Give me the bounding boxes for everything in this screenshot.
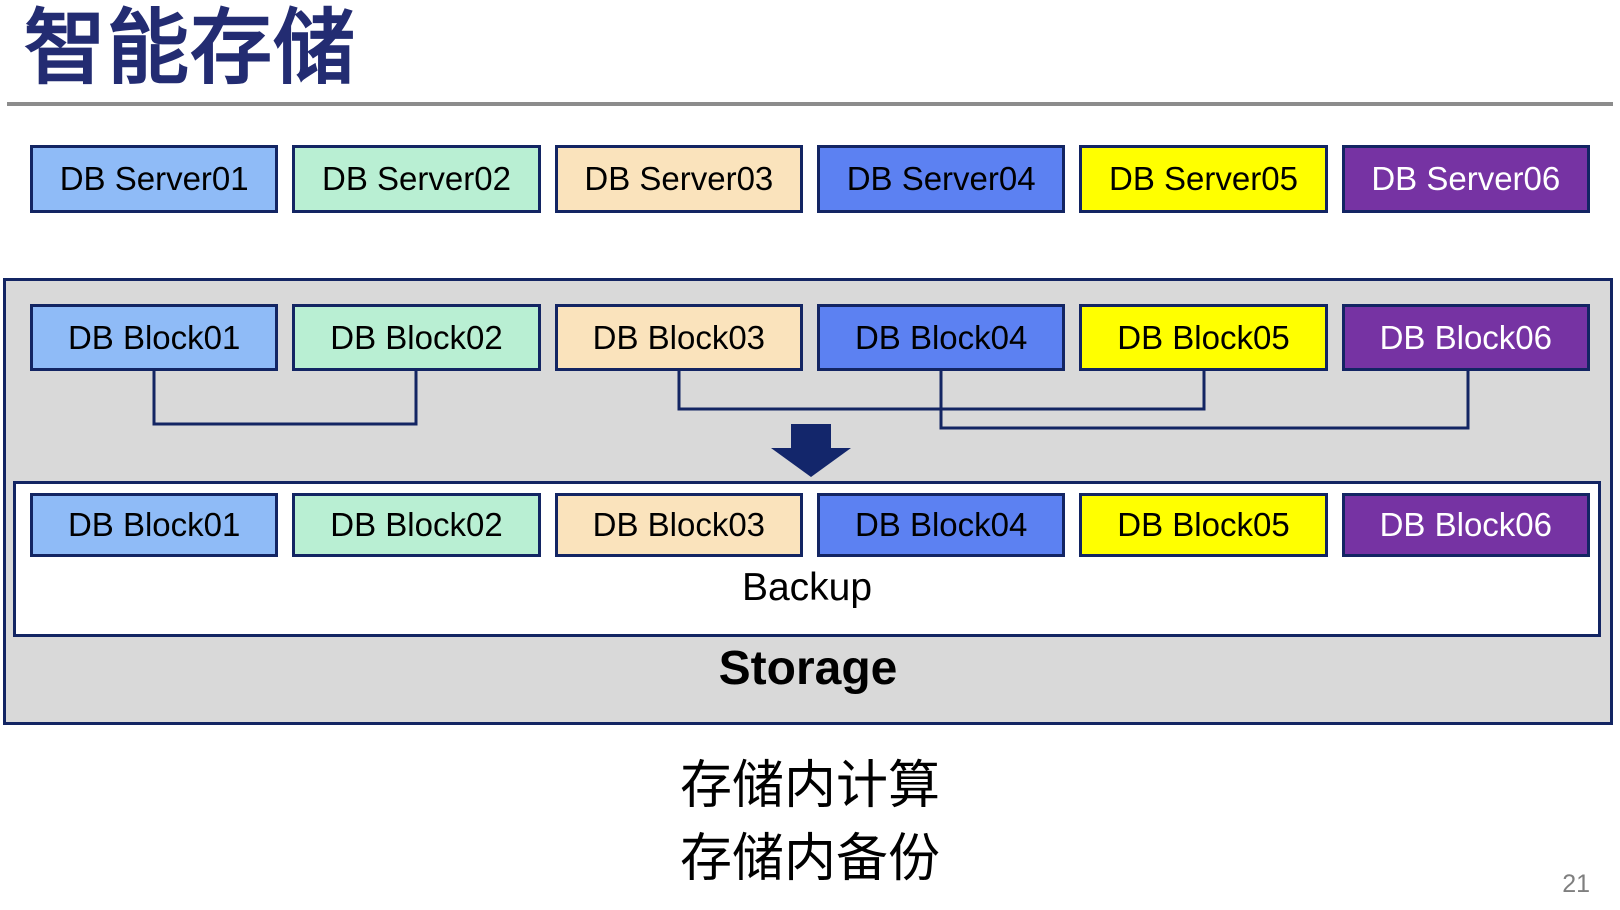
- title-separator: [7, 102, 1613, 106]
- server-box-06: DB Server06: [1341, 145, 1590, 213]
- block-source-04: DB Block04: [816, 304, 1066, 371]
- server-box-02: DB Server02: [292, 145, 541, 213]
- block-backup-03: DB Block03: [554, 493, 803, 557]
- block-source-01: DB Block01: [30, 304, 279, 371]
- block-source-06: DB Block06: [1341, 304, 1590, 371]
- block-source-02: DB Block02: [292, 304, 541, 371]
- block-backup-01: DB Block01: [30, 493, 279, 557]
- block-backup-05: DB Block05: [1079, 493, 1328, 557]
- block-source-05: DB Block05: [1079, 304, 1328, 371]
- server-box-03: DB Server03: [554, 145, 803, 213]
- caption: 存储内计算 存储内备份: [0, 750, 1620, 896]
- server-box-04: DB Server04: [816, 145, 1066, 213]
- page-title: 智能存储: [24, 3, 357, 94]
- page-number: 21: [1562, 870, 1590, 898]
- storage-label: Storage: [718, 642, 898, 695]
- block-row-source: DB Block01 DB Block02 DB Block03 DB Bloc…: [30, 304, 1590, 371]
- server-box-05: DB Server05: [1079, 145, 1328, 213]
- caption-line-2: 存储内备份: [679, 829, 940, 888]
- block-source-03: DB Block03: [554, 304, 803, 371]
- caption-line-1: 存储内计算: [679, 757, 940, 815]
- block-row-backup: DB Block01 DB Block02 DB Block03 DB Bloc…: [30, 493, 1590, 557]
- backup-label: Backup: [741, 566, 873, 609]
- block-backup-04: DB Block04: [816, 493, 1066, 557]
- server-box-01: DB Server01: [30, 145, 279, 213]
- block-backup-02: DB Block02: [292, 493, 541, 557]
- block-backup-06: DB Block06: [1341, 493, 1590, 557]
- server-row: DB Server01 DB Server02 DB Server03 DB S…: [30, 145, 1590, 213]
